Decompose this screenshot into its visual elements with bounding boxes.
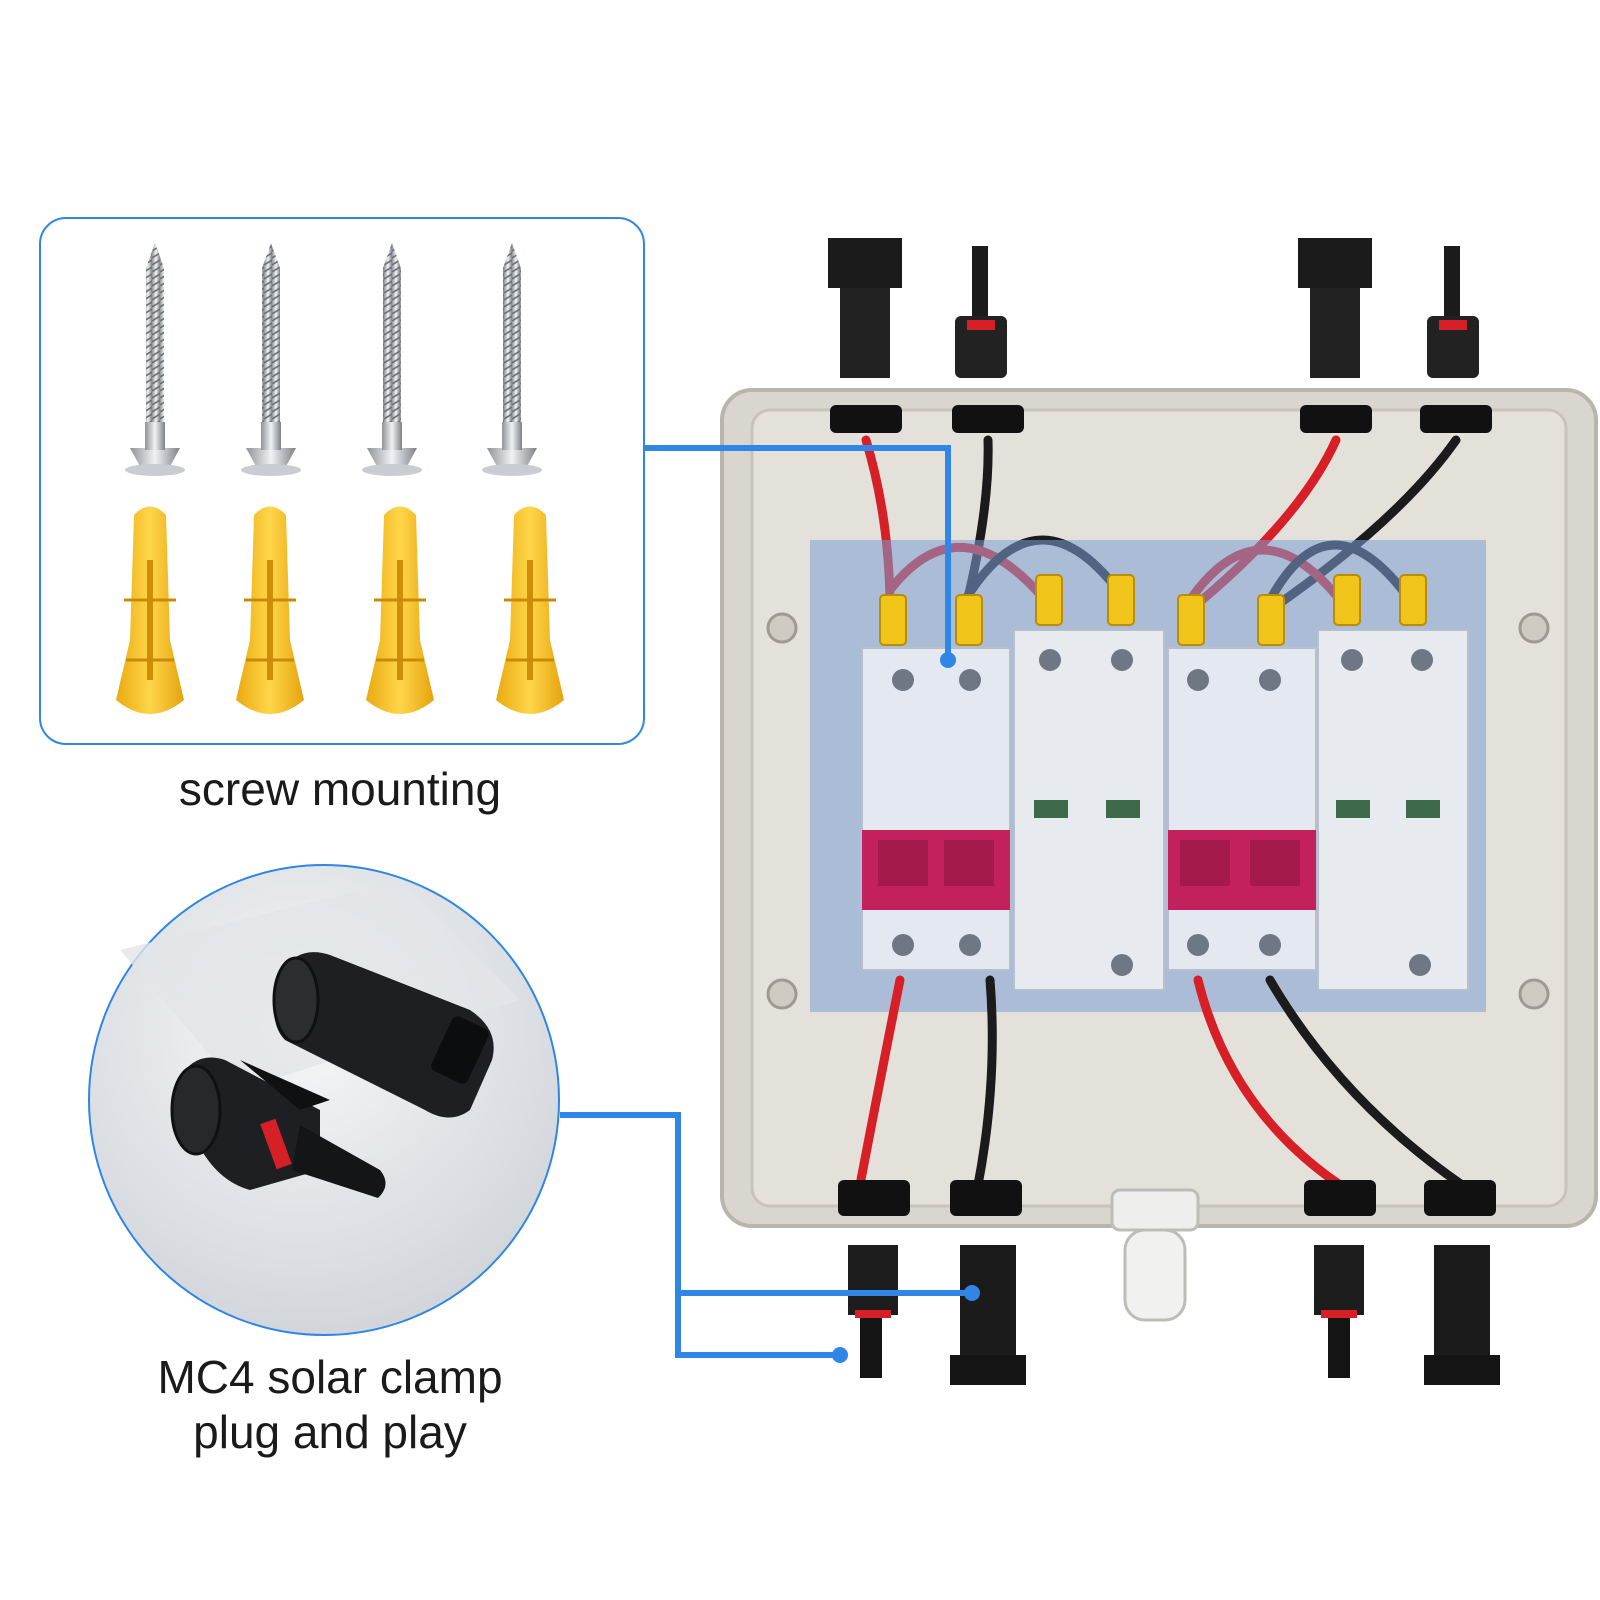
combiner-box: [720, 238, 1598, 1385]
wall-anchor-icon: [496, 506, 564, 714]
mc4-caption: MC4 solar clamp plug and play: [30, 1350, 630, 1460]
surge-protector-module: [1317, 629, 1469, 991]
mc4-connector-bottom-icon: [838, 1180, 910, 1378]
dc-breaker-module: [861, 647, 1011, 971]
mc4-connector-top-icon: [952, 246, 1024, 433]
mc4-connector-closeup: [88, 864, 560, 1336]
mc4-connector-bottom-icon: [1304, 1180, 1376, 1378]
callout-dot: [940, 652, 956, 668]
screw-icon: [241, 243, 301, 476]
wall-anchor-icon: [366, 506, 434, 714]
screw-icon: [125, 243, 185, 476]
wall-anchor-icon: [116, 506, 184, 714]
callout-dot: [964, 1285, 980, 1301]
dc-breaker-module: [1167, 647, 1317, 971]
mc4-connector-top-icon: [1298, 238, 1372, 433]
mc4-connector-top-icon: [1420, 246, 1492, 433]
screw-mounting-caption: screw mounting: [178, 763, 502, 815]
wall-anchor-icon: [236, 506, 304, 714]
mc4-connector-bottom-icon: [1424, 1180, 1500, 1385]
cable-gland-icon: [1110, 1188, 1200, 1322]
mc4-connector-bottom-icon: [950, 1180, 1026, 1385]
callout-dot: [832, 1347, 848, 1363]
mc4-caption-line1: MC4 solar clamp: [157, 1351, 503, 1403]
mc4-caption-line2: plug and play: [193, 1406, 467, 1459]
mc4-female-connector-icon: [272, 952, 494, 1118]
wiring-bottom: [855, 975, 1467, 1190]
mc4-male-connector-icon: [170, 1057, 386, 1198]
mc4-connector-top-icon: [828, 238, 902, 433]
callout-lines: [560, 445, 972, 1358]
wire-terminals: [879, 574, 1427, 646]
screw-mounting-panel: [39, 217, 645, 745]
screw-icon: [362, 243, 422, 476]
screw-icon: [482, 243, 542, 476]
surge-protector-module: [1013, 629, 1165, 991]
